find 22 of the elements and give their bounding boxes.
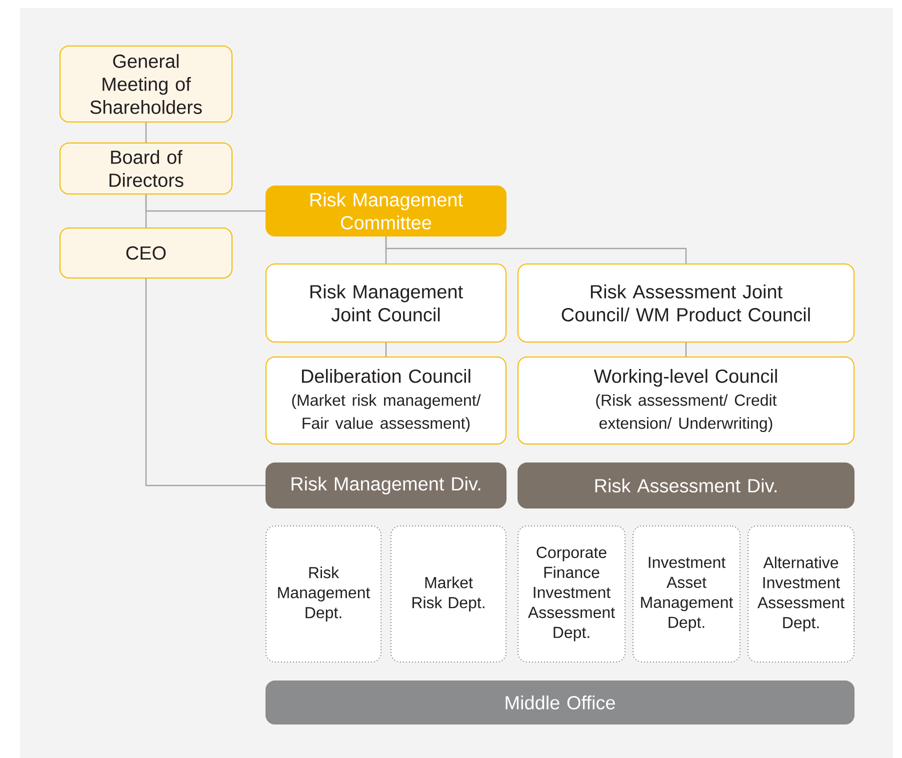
council-box: Deliberation Council (Market risk management/ Fair value assessment): [266, 356, 506, 444]
department-box: Corporate Finance Investment Assessment Dept.: [518, 526, 626, 662]
department-box: Alternative Investment Assessment Dept.: [748, 526, 854, 662]
connector-line: [385, 236, 687, 264]
committee-box: Risk Management Committee: [266, 186, 506, 236]
org-box: General Meeting of Shareholders: [60, 46, 232, 122]
department-box: Investment Asset Management Dept.: [632, 526, 740, 662]
connector-line: [685, 342, 687, 356]
council-box: Working-level Council (Risk assessment/ Credit extension/ Underwriting): [518, 356, 854, 444]
department-box: Risk Management Dept.: [266, 526, 382, 662]
org-box: Board of Directors: [60, 142, 232, 194]
council-box: Risk Management Joint Council: [266, 264, 506, 342]
division-bar: Risk Assessment Div.: [518, 462, 854, 508]
connector-line: [145, 278, 266, 486]
council-box: Risk Assessment Joint Council/ WM Product Council: [518, 264, 854, 342]
department-box: Market Risk Dept.: [390, 526, 506, 662]
connector-line: [145, 122, 147, 142]
division-bar: Risk Management Div.: [266, 462, 506, 508]
office-bar: Middle Office: [266, 680, 854, 724]
connector-line: [385, 342, 387, 356]
org-box: CEO: [60, 228, 232, 278]
connector-line: [145, 194, 266, 212]
